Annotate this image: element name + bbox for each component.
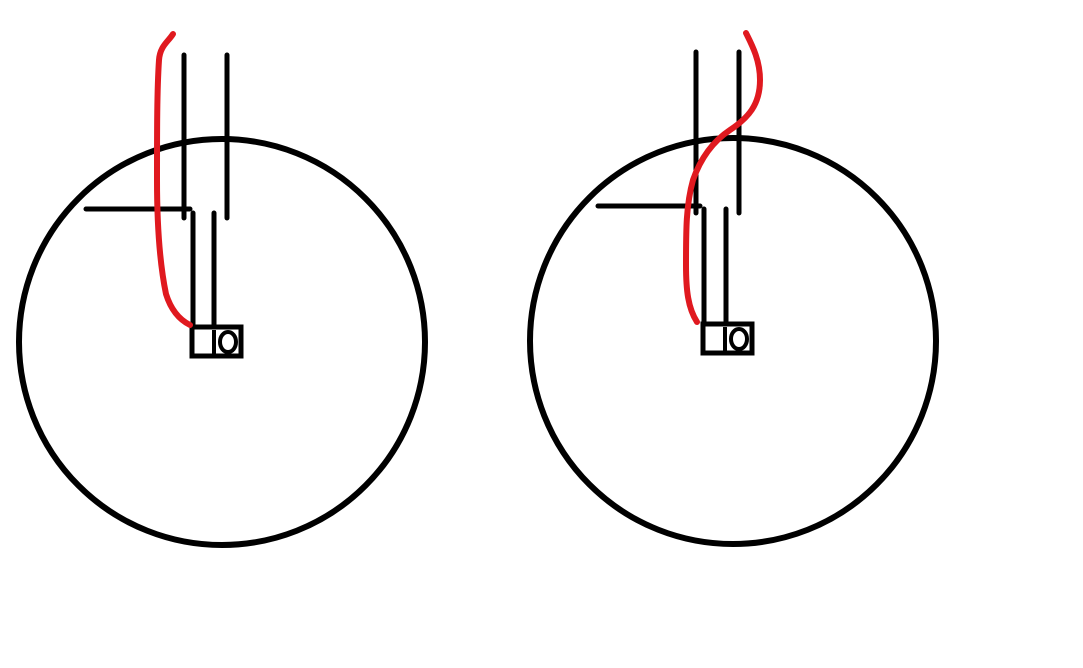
right-terminal-ring: [729, 327, 749, 351]
right-disc: [527, 135, 939, 547]
right-red-wire: [683, 30, 763, 325]
left-terminal-ring: [218, 330, 238, 354]
left-panel: [16, 31, 428, 548]
left-disc: [16, 136, 428, 548]
left-red-wire: [154, 31, 193, 328]
right-panel: [527, 30, 939, 547]
